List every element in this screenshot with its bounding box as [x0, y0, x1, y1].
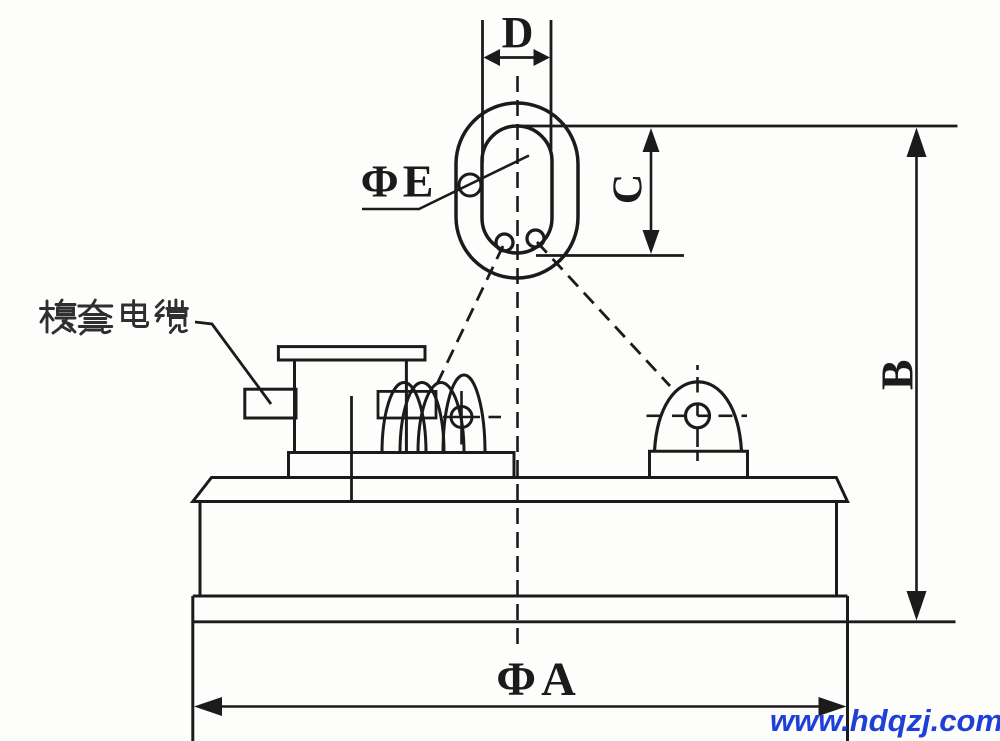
svg-text:ΦE: ΦE	[361, 156, 438, 207]
svg-text:ΦA: ΦA	[496, 653, 580, 706]
svg-text:B: B	[872, 359, 923, 390]
svg-text:www.hdqzj.com: www.hdqzj.com	[770, 703, 1000, 738]
svg-text:D: D	[502, 8, 534, 57]
svg-text:C: C	[606, 174, 652, 204]
